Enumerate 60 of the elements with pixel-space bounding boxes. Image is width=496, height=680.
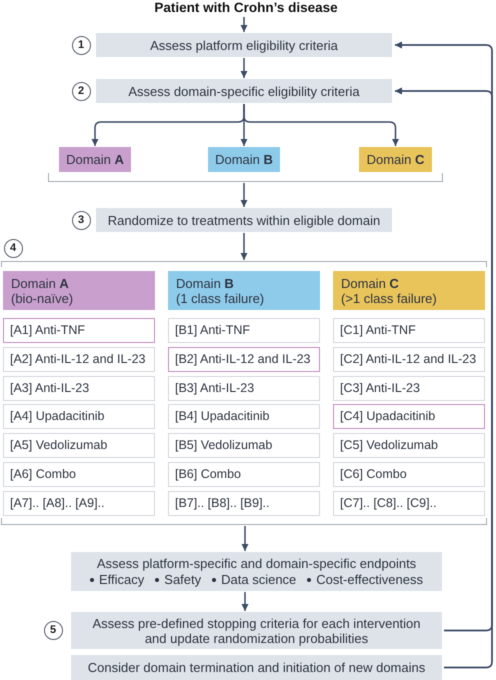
- domain-header: [333, 271, 485, 310]
- domain-box: Domain B: [208, 147, 280, 172]
- bracket: [48, 173, 443, 182]
- treatment-option: [C2] Anti-IL-12 and IL-23: [333, 347, 485, 372]
- domain-subtitle: (>1 class failure): [341, 290, 438, 306]
- list-item-text: Data science: [221, 572, 296, 588]
- treatment-option: [A7].. [A8].. [A9]..: [3, 491, 155, 516]
- arrow: [243, 104, 399, 146]
- list-item-text: Cost-effectiveness: [316, 572, 423, 588]
- arrow: [240, 17, 248, 32]
- process-box: Assess domain-specific eligibility criteria: [96, 79, 392, 103]
- bracket: [1, 261, 487, 267]
- treatment-option: [B7].. [B8].. [B9]..: [168, 491, 320, 516]
- treatment-option: [A2] Anti-IL-12 and IL-23: [3, 347, 155, 372]
- treatment-option: [B1] Anti-TNF: [168, 318, 320, 343]
- treatment-option: [A1] Anti-TNF: [3, 318, 155, 343]
- domain-box: Domain C: [359, 147, 432, 172]
- step-number: 5: [44, 620, 62, 640]
- heading-text: Patient with Crohn’s disease: [136, 0, 356, 16]
- treatment-option: [C5] Vedolizumab: [333, 433, 485, 458]
- step-number: 2: [72, 82, 90, 100]
- treatment-option: [A6] Combo: [3, 462, 155, 487]
- domain-subtitle: (1 class failure): [176, 290, 266, 306]
- arrow: [242, 592, 248, 611]
- domain-header: [3, 271, 155, 310]
- arrow: [240, 183, 248, 207]
- treatment-option: [C4] Upadacitinib: [333, 404, 485, 429]
- process-box: Assess pre-defined stopping criteria for each intervention and update randomization probabilities: [71, 612, 442, 649]
- list-item-text: Efficacy: [99, 572, 144, 588]
- process-box: Randomize to treatments within eligible domain: [96, 208, 392, 232]
- domain-subtitle: (bio-naïve): [11, 290, 74, 306]
- process-box: [71, 552, 442, 591]
- treatment-option: [C7].. [C8].. [C9]..: [333, 491, 485, 516]
- step-number: 4: [4, 238, 22, 258]
- treatment-option: [C6] Combo: [333, 462, 485, 487]
- treatment-option: [C3] Anti-IL-23: [333, 376, 485, 401]
- treatment-option: [B5] Vedolizumab: [168, 433, 320, 458]
- bracket: [1, 518, 487, 525]
- step-number: 3: [72, 210, 90, 230]
- step-number: 1: [72, 36, 90, 55]
- treatment-option: [C1] Anti-TNF: [333, 318, 485, 343]
- treatment-option: [A4] Upadacitinib: [3, 404, 155, 429]
- process-box: Consider domain termination and initiation of new domains: [71, 655, 442, 680]
- endpoint-heading: Assess platform-specific and domain-specific endpoints: [96, 556, 416, 572]
- treatment-option: [B6] Combo: [168, 462, 320, 487]
- domain-box: Domain A: [59, 147, 131, 172]
- arrow: [240, 233, 248, 260]
- domain-header: [168, 271, 320, 310]
- arrow: [242, 526, 248, 551]
- treatment-option: [B3] Anti-IL-23: [168, 376, 320, 401]
- list-item-text: Safety: [164, 572, 202, 588]
- domain-name: Domain A: [11, 276, 70, 290]
- process-box: Assess platform eligibility criteria: [96, 33, 392, 57]
- domain-name: Domain C: [341, 276, 400, 290]
- treatment-option: [B2] Anti-IL-12 and IL-23: [168, 347, 320, 372]
- treatment-option: [A5] Vedolizumab: [3, 433, 155, 458]
- treatment-option: [B4] Upadacitinib: [168, 404, 320, 429]
- arrow: [240, 58, 248, 78]
- domain-name: Domain B: [176, 276, 235, 290]
- treatment-option: [A3] Anti-IL-23: [3, 376, 155, 401]
